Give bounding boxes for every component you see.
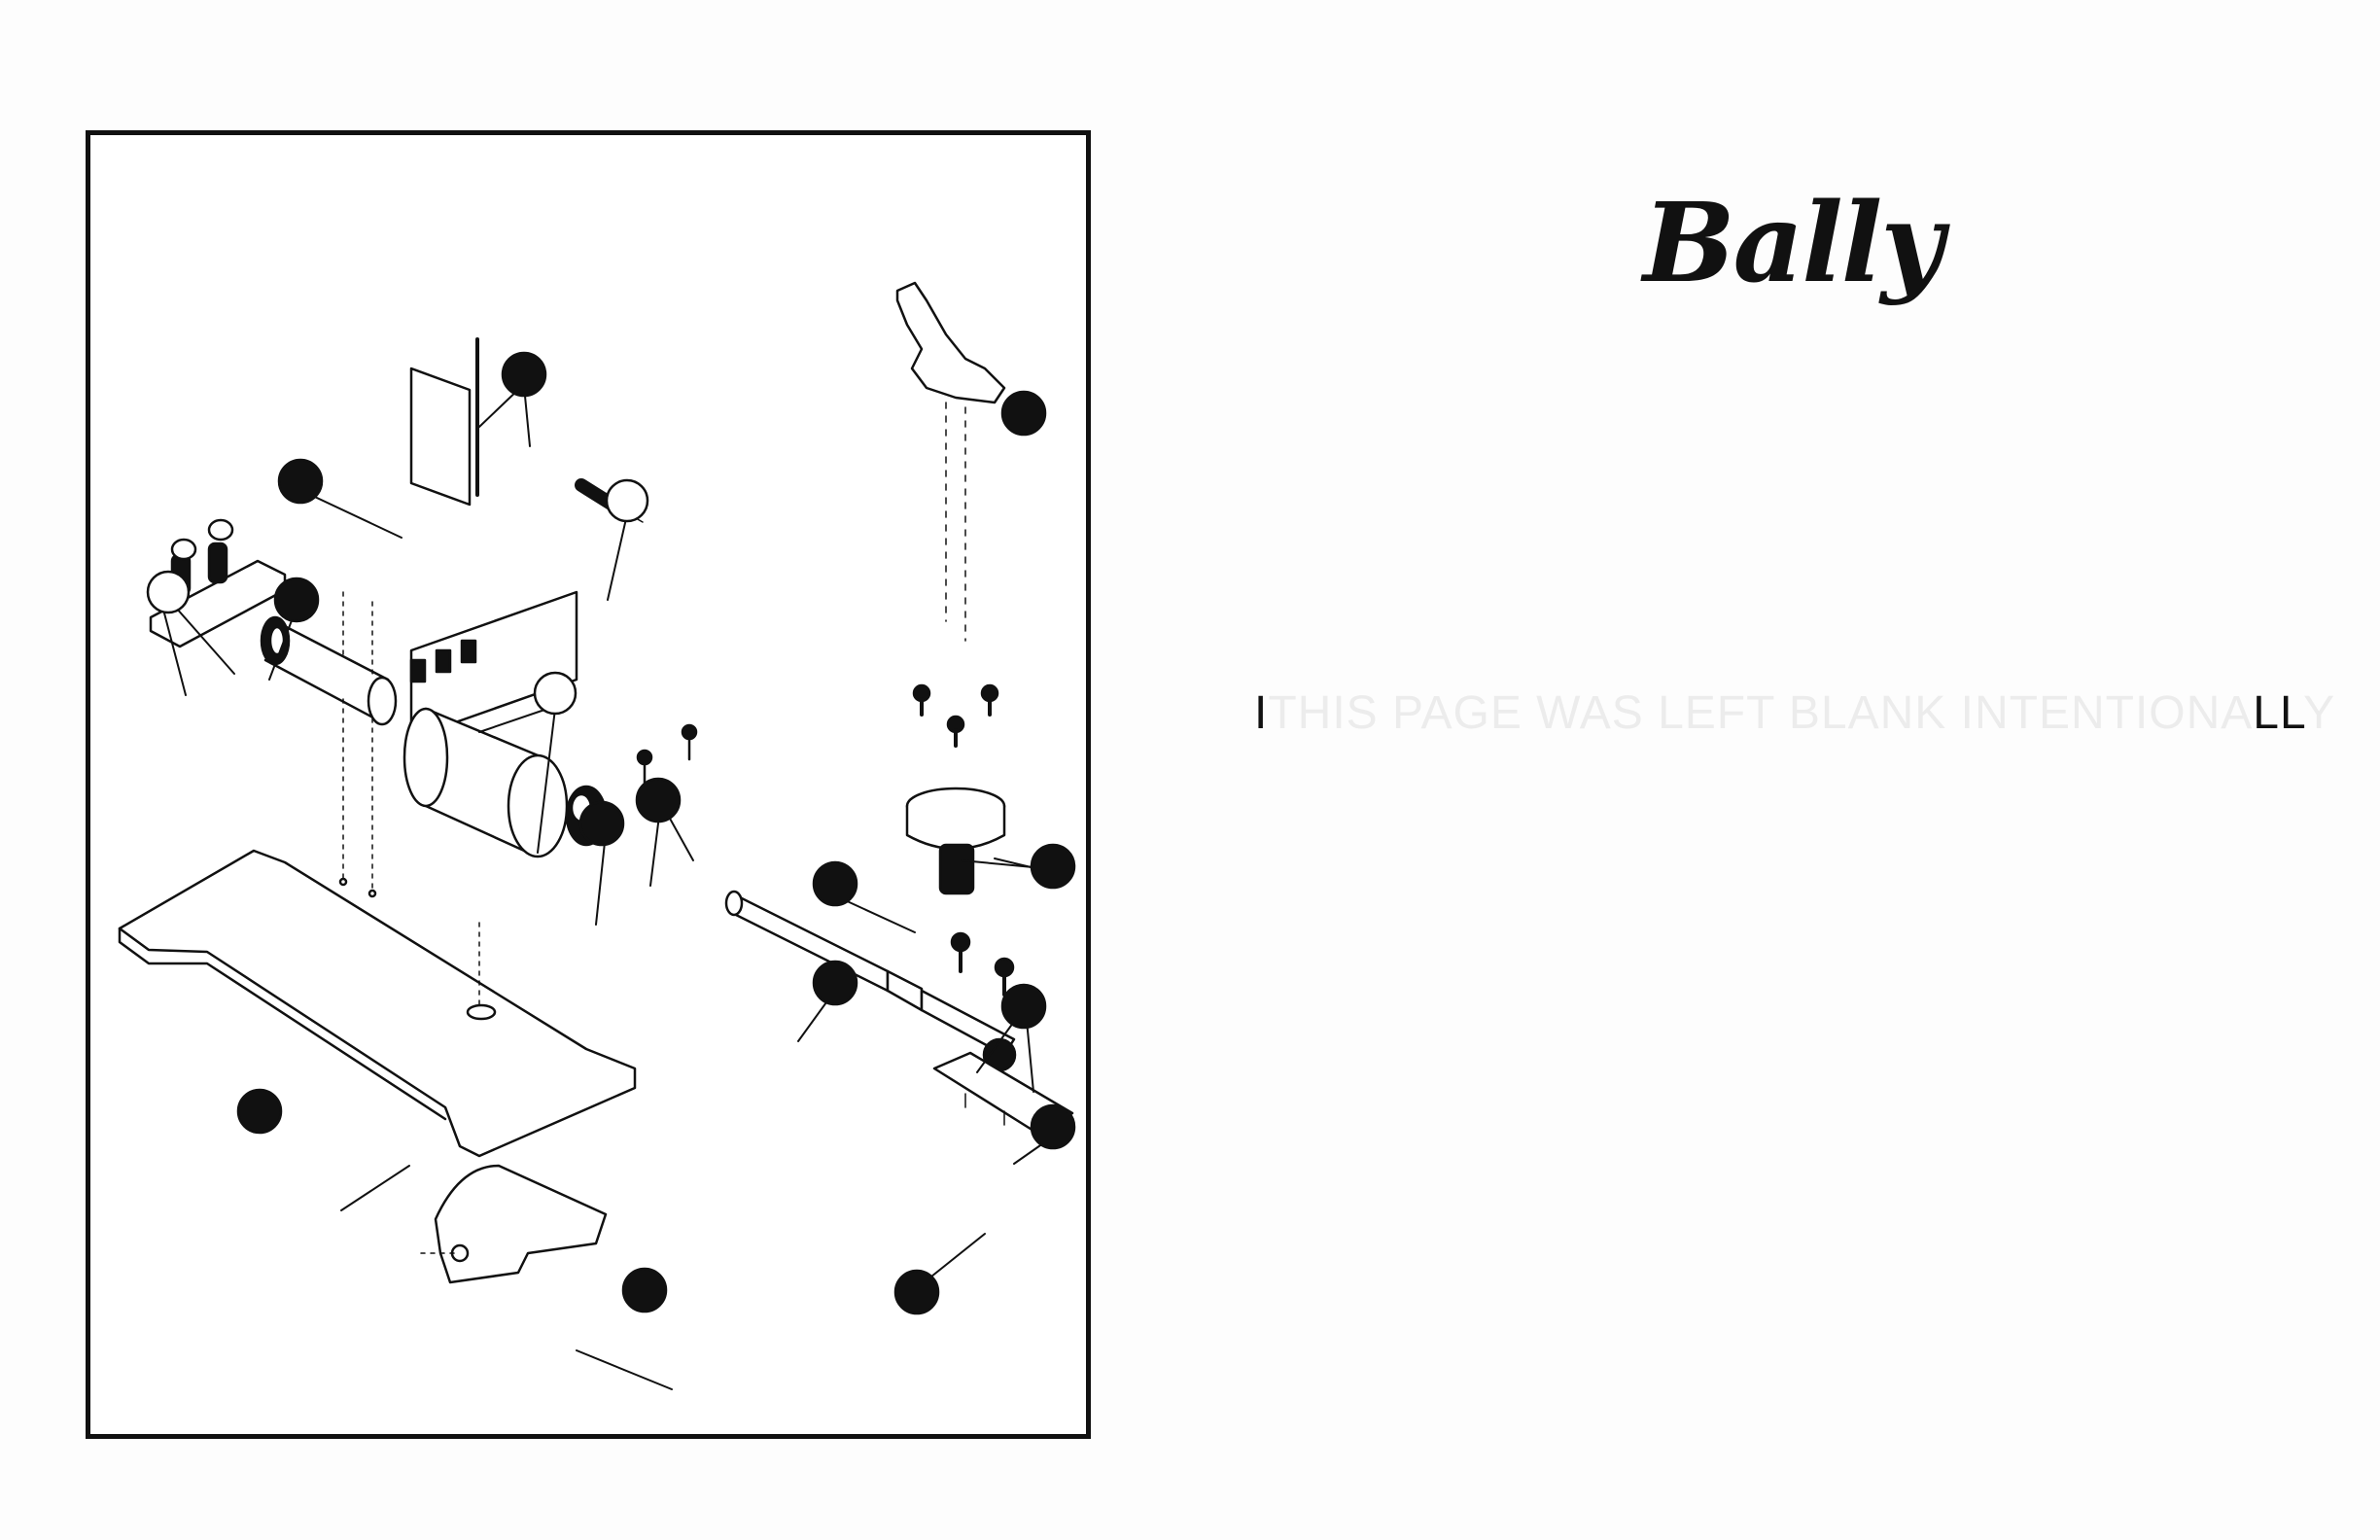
coil	[402, 707, 569, 858]
switch-bracket	[149, 518, 287, 648]
callout-open	[605, 478, 649, 523]
callout-filled	[1030, 843, 1076, 890]
flipper-bushing	[905, 787, 1006, 895]
callout-open	[533, 671, 578, 716]
coil-bracket	[409, 590, 578, 740]
vertical-plate	[409, 337, 479, 507]
callout-open	[146, 570, 191, 614]
callout-filled	[501, 351, 547, 398]
callout-filled	[1030, 1103, 1076, 1150]
mounting-screws	[912, 683, 999, 748]
bally-logo: Bally	[1643, 180, 1943, 307]
blank-notice-last-chars: LL	[2253, 687, 2304, 739]
blank-page-notice: ITHIS PAGE WAS LEFT BLANK INTENTIONALLY	[1254, 686, 2334, 740]
callout-filled	[621, 1267, 668, 1313]
callout-filled	[277, 458, 324, 505]
flipper-crank	[895, 281, 1047, 642]
callout-filled	[1000, 983, 1047, 1030]
callout-filled	[812, 960, 858, 1006]
flipper-bat	[420, 1164, 608, 1284]
bracket-screws	[950, 931, 1015, 997]
blank-notice-trailing: Y	[2303, 687, 2336, 739]
plunger-rod	[724, 890, 1016, 1057]
exploded-parts-diagram	[118, 281, 1076, 1390]
callout-filled	[635, 777, 682, 823]
callout-filled	[812, 860, 858, 907]
callout-filled	[578, 800, 625, 847]
exploded-diagram-frame	[86, 130, 1091, 1439]
coil-sleeve	[260, 615, 398, 726]
base-plate	[118, 591, 637, 1158]
blank-notice-first-char: I	[1254, 687, 1269, 739]
callouts	[146, 351, 1076, 1315]
callout-filled	[236, 1088, 283, 1135]
callout-filled	[893, 1269, 940, 1315]
callout-filled	[273, 577, 320, 623]
small-rivets	[636, 723, 698, 787]
blank-notice-middle: THIS PAGE WAS LEFT BLANK INTENTIONA	[1268, 687, 2254, 739]
